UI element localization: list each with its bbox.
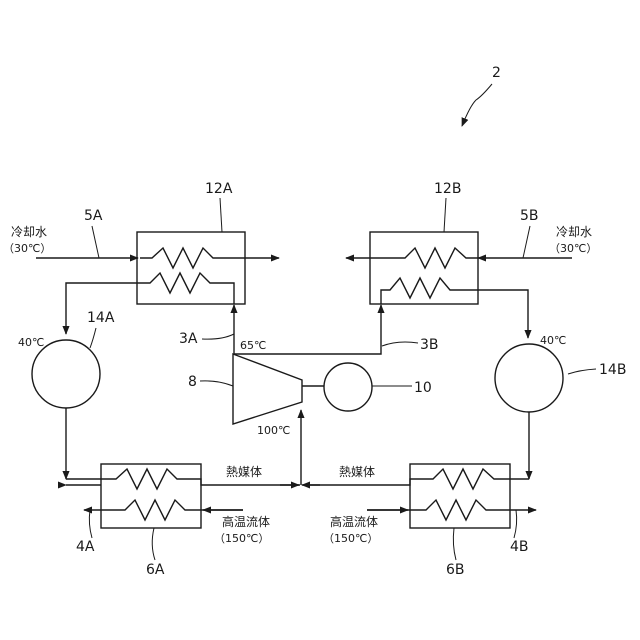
evaporator-b-leader <box>453 528 456 560</box>
condenser-b <box>370 232 478 304</box>
hot-stream-b-leader <box>514 510 517 538</box>
hot-stream-a-label: 4A <box>76 539 95 555</box>
condenser-a-label: 12A <box>205 181 233 197</box>
system-ref-label: 2 <box>492 65 501 81</box>
evaporator-a-label: 6A <box>146 562 165 578</box>
tank-b-leader <box>568 369 596 374</box>
turbine-label: 8 <box>188 374 197 390</box>
inlet-temp: 100℃ <box>257 424 290 437</box>
evaporator-a-leader <box>152 528 155 560</box>
outlet-b-label: 3B <box>420 337 439 353</box>
cooling-water-a-leader <box>92 226 99 258</box>
outlet-a-label: 3A <box>179 331 198 347</box>
condensate-line-a <box>66 283 140 334</box>
generator <box>324 363 372 411</box>
tank-b-temp: 40℃ <box>540 334 566 347</box>
evaporator-a <box>101 464 201 528</box>
generator-label: 10 <box>414 380 432 396</box>
condenser-b-leader <box>444 198 446 232</box>
outlet-b-leader <box>382 342 418 346</box>
evaporator-b-label: 6B <box>446 562 465 578</box>
heat-medium-b: 熱媒体 <box>339 465 375 479</box>
hot-fluid-a: 高温流体 <box>222 514 270 529</box>
tank-a-temp: 40℃ <box>18 336 44 349</box>
hot-fluid-a-temp: （150℃） <box>214 532 269 545</box>
cooling-water-b-label: 5B <box>520 208 539 224</box>
cooling-water-a-text: 冷却水 <box>11 225 47 239</box>
hot-fluid-b-temp: （150℃） <box>323 532 378 545</box>
cooling-water-b-temp: （30℃） <box>549 242 597 255</box>
turbine-leader <box>200 381 233 386</box>
condenser-a-leader <box>220 198 222 232</box>
cooling-water-b-leader <box>523 226 530 258</box>
tank-a <box>32 340 100 408</box>
tank-b-label: 14B <box>599 362 626 378</box>
condensate-line-b <box>478 290 528 338</box>
hot-fluid-b: 高温流体 <box>330 514 378 529</box>
tank-a-leader <box>90 328 96 348</box>
outlet-temp: 65℃ <box>240 339 266 352</box>
condenser-a <box>137 232 245 304</box>
cooling-water-a-temp: （30℃） <box>3 242 51 255</box>
hot-stream-a-leader <box>89 510 92 538</box>
turbine <box>233 354 302 424</box>
tank-a-label: 14A <box>87 310 115 326</box>
cooling-water-a-label: 5A <box>84 208 103 224</box>
cooling-water-b-text: 冷却水 <box>556 225 592 239</box>
condenser-b-label: 12B <box>434 181 461 197</box>
tank-b <box>495 344 563 412</box>
heat-medium-a: 熱媒体 <box>226 465 262 479</box>
system-ref-leader <box>462 84 492 126</box>
outlet-a-leader <box>202 334 234 339</box>
hot-stream-b-label: 4B <box>510 539 529 555</box>
